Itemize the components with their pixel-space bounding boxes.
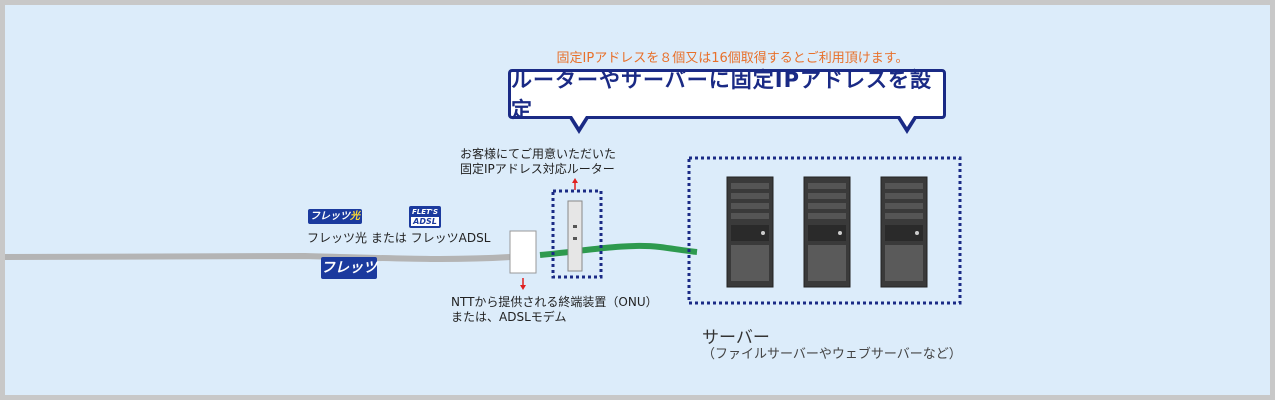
server-tower <box>880 176 928 288</box>
servers-dotted-frame <box>687 156 962 305</box>
router-arrow <box>572 178 578 190</box>
router-device <box>567 200 583 272</box>
flets-hikari-logo: フレッツ光 <box>308 209 362 224</box>
server-tower <box>803 176 851 288</box>
server-tower <box>726 176 774 288</box>
flets-line <box>5 252 511 262</box>
router-dotted-frame <box>551 189 603 279</box>
diagram-frame: 固定IPアドレスを８個又は16個取得するとご利用頂けます。 ルーターやサーバーに… <box>5 5 1270 395</box>
flets-logo: フレッツ <box>321 257 377 279</box>
onu-device <box>509 230 537 274</box>
router-label: お客様にてご用意いただいた 固定IPアドレス対応ルーター <box>460 147 617 176</box>
onu-arrow <box>520 278 526 290</box>
line-label: フレッツ光 または フレッツADSL <box>307 231 491 245</box>
callout-box: ルーターやサーバーに固定IPアドレスを設定 <box>508 68 946 122</box>
servers-label: サーバー <box>702 328 770 348</box>
diagram-canvas <box>5 156 962 305</box>
lan-cable <box>539 242 698 258</box>
ip-note: 固定IPアドレスを８個又は16個取得するとご利用頂けます。 <box>556 51 909 66</box>
callout-text: ルーターやサーバーに固定IPアドレスを設定 <box>511 68 932 122</box>
servers-sublabel: （ファイルサーバーやウェブサーバーなど） <box>702 347 962 362</box>
onu-label: NTTから提供される終端装置（ONU） または、ADSLモデム <box>451 295 658 324</box>
